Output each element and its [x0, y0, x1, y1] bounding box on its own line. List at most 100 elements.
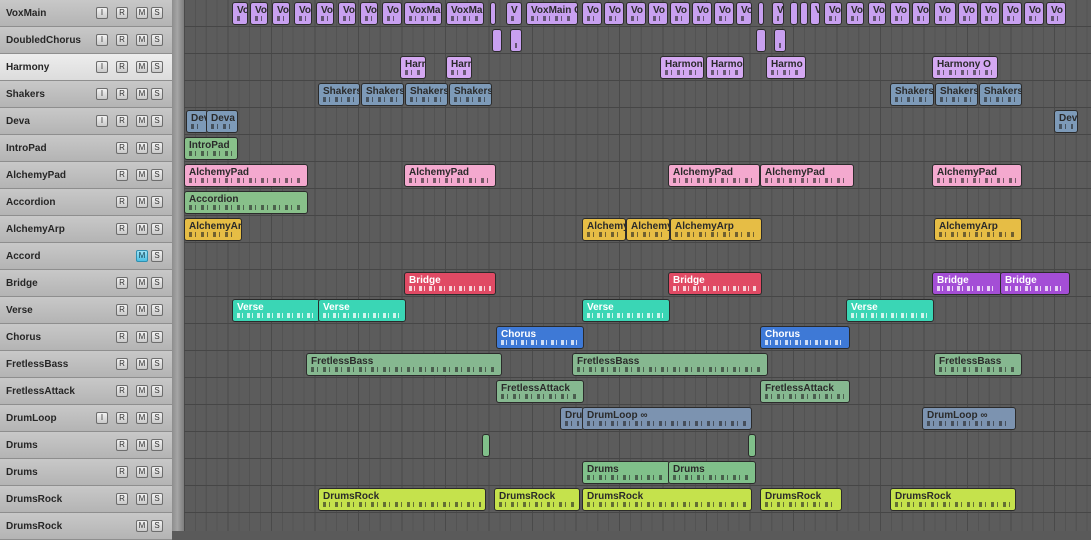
solo-button[interactable]: S	[151, 277, 163, 289]
region[interactable]: AlchemyPad	[932, 164, 1022, 187]
region[interactable]: DrumLoop ∞	[582, 407, 752, 430]
region[interactable]: Bridge	[1000, 272, 1070, 295]
region[interactable]: DrumsRock	[760, 488, 842, 511]
region[interactable]: AlchemyPad	[184, 164, 308, 187]
solo-button[interactable]: S	[151, 520, 163, 532]
input-monitor-button[interactable]: I	[96, 88, 108, 100]
record-enable-button[interactable]: R	[116, 331, 128, 343]
mute-button[interactable]: M	[136, 61, 148, 73]
solo-button[interactable]: S	[151, 196, 163, 208]
solo-button[interactable]: S	[151, 331, 163, 343]
region[interactable]: Vo	[582, 2, 602, 25]
record-enable-button[interactable]: R	[116, 412, 128, 424]
solo-button[interactable]: S	[151, 466, 163, 478]
region[interactable]: AlchemyPad	[668, 164, 760, 187]
region[interactable]: Vo	[604, 2, 624, 25]
mute-button[interactable]: M	[136, 7, 148, 19]
solo-button[interactable]: S	[151, 61, 163, 73]
region[interactable]: DrumsRock	[582, 488, 752, 511]
region[interactable]: Vo	[714, 2, 734, 25]
mute-button[interactable]: M	[136, 520, 148, 532]
mute-button[interactable]: M	[136, 277, 148, 289]
solo-button[interactable]: S	[151, 493, 163, 505]
input-monitor-button[interactable]: I	[96, 34, 108, 46]
region[interactable]: Vo	[1024, 2, 1044, 25]
solo-button[interactable]: S	[151, 304, 163, 316]
mute-button[interactable]: M	[136, 304, 148, 316]
region[interactable]: Accordion	[184, 191, 308, 214]
record-enable-button[interactable]: R	[116, 385, 128, 397]
region[interactable]	[758, 2, 764, 25]
region[interactable]: DrumsRock	[890, 488, 1016, 511]
solo-button[interactable]: S	[151, 34, 163, 46]
region[interactable]	[490, 2, 496, 25]
region[interactable]: Vo	[670, 2, 690, 25]
solo-button[interactable]: S	[151, 439, 163, 451]
region[interactable]: DrumsRock	[318, 488, 486, 511]
region[interactable]: AlchemyPad	[404, 164, 496, 187]
region[interactable]: Deva	[206, 110, 238, 133]
mute-button[interactable]: M	[136, 358, 148, 370]
solo-button[interactable]: S	[151, 169, 163, 181]
region[interactable]: Verse	[232, 299, 320, 322]
solo-button[interactable]: S	[151, 142, 163, 154]
record-enable-button[interactable]: R	[116, 169, 128, 181]
region[interactable]: VoxMa	[446, 2, 484, 25]
region[interactable]: Vo	[1002, 2, 1022, 25]
region[interactable]: Drums	[668, 461, 756, 484]
region[interactable]: AlchemyArp	[934, 218, 1022, 241]
input-monitor-button[interactable]: I	[96, 412, 108, 424]
region[interactable]: Vo	[648, 2, 668, 25]
mute-button[interactable]: M	[136, 439, 148, 451]
mute-button[interactable]: M	[136, 385, 148, 397]
mute-button[interactable]: M	[136, 493, 148, 505]
region[interactable]: Dru	[560, 407, 584, 430]
region[interactable]: Vo	[692, 2, 712, 25]
region[interactable]: Verse	[582, 299, 670, 322]
record-enable-button[interactable]: R	[116, 142, 128, 154]
mute-button[interactable]: M	[136, 34, 148, 46]
mute-button[interactable]: M	[136, 115, 148, 127]
region[interactable]	[756, 29, 766, 52]
record-enable-button[interactable]: R	[116, 466, 128, 478]
region[interactable]: FretlessBass	[572, 353, 768, 376]
region[interactable]: Shakers	[935, 83, 978, 106]
solo-button[interactable]: S	[151, 115, 163, 127]
region[interactable]: FretlessBass	[934, 353, 1022, 376]
region[interactable]: Bridge	[404, 272, 496, 295]
mute-button[interactable]: M	[136, 196, 148, 208]
region[interactable]: Alchemy	[582, 218, 626, 241]
region[interactable]: Vo	[824, 2, 842, 25]
region[interactable]: V	[506, 2, 522, 25]
region[interactable]: VoxMain C	[526, 2, 578, 25]
solo-button[interactable]: S	[151, 88, 163, 100]
region[interactable]: Vo	[736, 2, 752, 25]
region[interactable]: Harr	[400, 56, 426, 79]
record-enable-button[interactable]: R	[116, 358, 128, 370]
track-list-divider[interactable]	[172, 0, 184, 531]
mute-button[interactable]: M	[136, 250, 148, 262]
region[interactable]: Shakers	[318, 83, 360, 106]
region[interactable]: FretlessAttack	[760, 380, 850, 403]
region[interactable]: VoxMa	[404, 2, 442, 25]
region[interactable]: FretlessBass	[306, 353, 502, 376]
record-enable-button[interactable]: R	[116, 304, 128, 316]
mute-button[interactable]: M	[136, 412, 148, 424]
region[interactable]: Drums	[582, 461, 670, 484]
region[interactable]: Bridge	[668, 272, 762, 295]
solo-button[interactable]: S	[151, 412, 163, 424]
solo-button[interactable]: S	[151, 250, 163, 262]
